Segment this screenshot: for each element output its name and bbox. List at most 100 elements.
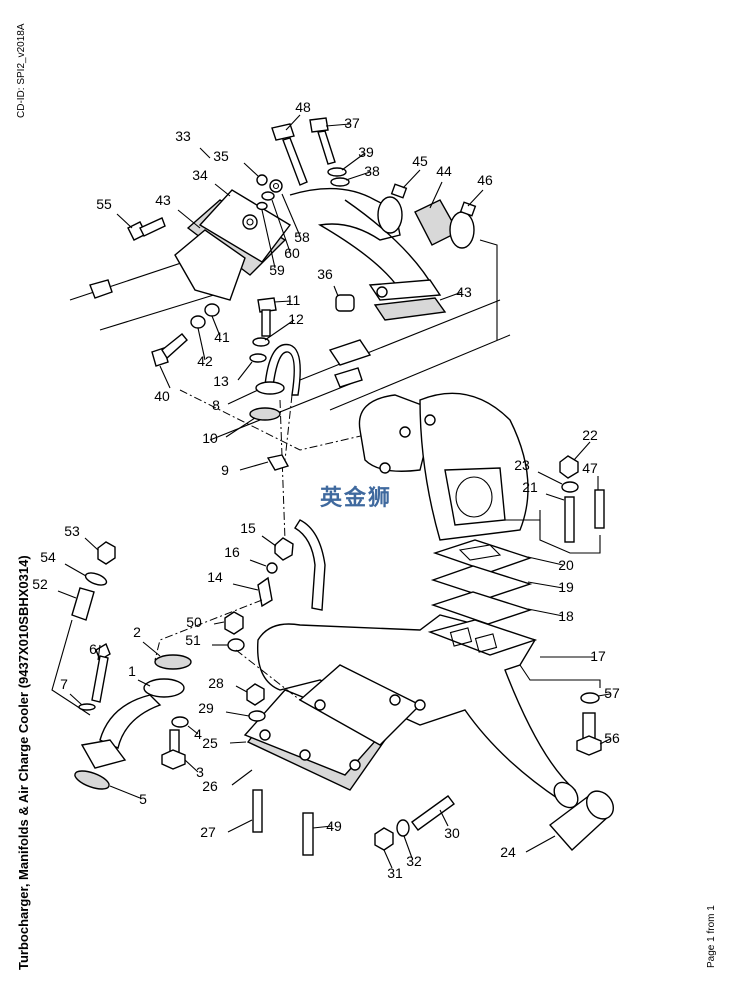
flex-pipe-1 [99, 694, 162, 749]
callout-38: 38 [364, 163, 380, 179]
hose-clip-45 [377, 196, 403, 234]
callout-54: 54 [40, 549, 56, 565]
bolt-6-shank [91, 655, 109, 703]
callout-55: 55 [96, 196, 112, 212]
callout-leader-22 [573, 441, 591, 461]
callout-14: 14 [207, 569, 223, 585]
callout-48: 48 [295, 99, 311, 115]
stud-30 [411, 795, 455, 831]
plug-36 [335, 294, 355, 312]
gasket-18 [430, 591, 533, 625]
callout-1: 1 [128, 663, 136, 679]
callout-11: 11 [286, 292, 301, 308]
bracket-and-gasket [243, 664, 426, 791]
callout-leader-5 [109, 785, 141, 799]
drain-flange-8 [255, 381, 285, 395]
callout-20: 20 [558, 557, 574, 573]
callout-leader-13 [237, 361, 253, 381]
callout-39: 39 [358, 144, 374, 160]
bolt-3-head [161, 749, 186, 770]
callout-leader-19 [527, 581, 564, 589]
washer-13 [249, 353, 267, 363]
washer-57 [580, 692, 600, 704]
turbo-flange-stack [430, 539, 533, 625]
callout-9: 9 [221, 462, 229, 478]
elbow-flange [368, 279, 442, 301]
callout-25: 25 [202, 735, 218, 751]
washer-7 [78, 703, 96, 711]
gasket-5 [74, 770, 110, 790]
callout-leader-58 [281, 193, 301, 237]
callout-leader-30 [439, 809, 449, 827]
callout-60: 60 [284, 245, 300, 261]
callout-leader-39 [341, 152, 366, 171]
callout-leader-55 [116, 213, 133, 229]
callout-leader-3 [184, 759, 199, 773]
callout-leader-21 [545, 493, 565, 501]
callout-leader-18 [527, 608, 564, 617]
callout-8: 8 [212, 397, 220, 413]
callout-leader-24 [525, 835, 556, 853]
callout-59: 59 [269, 262, 285, 278]
hose-assembly [377, 183, 498, 340]
outlet-parts [548, 692, 615, 851]
elbow-gasket-43 [373, 297, 447, 321]
gasket-20 [432, 539, 533, 573]
callout-19: 19 [558, 579, 574, 595]
callout-26: 26 [202, 778, 218, 794]
callout-leader-1 [137, 679, 151, 687]
washer-23 [561, 481, 579, 493]
adaptor-14 [257, 576, 273, 608]
watermark: 英金狮 [320, 486, 393, 511]
washer-54 [84, 572, 108, 586]
callout-43: 43 [155, 192, 171, 208]
callout-leader-46 [467, 189, 484, 207]
stud-21 [564, 496, 575, 543]
callout-4: 4 [194, 726, 202, 742]
exhaust-pipe-group [51, 541, 192, 790]
callout-leader-11 [273, 300, 292, 303]
callout-35: 35 [213, 148, 229, 164]
turbo-studs [539, 455, 605, 554]
callout-leader-14 [232, 583, 259, 591]
stud-49 [302, 812, 314, 856]
callout-leader-42 [197, 327, 206, 361]
stud-52 [71, 587, 95, 621]
callout-leader-43-elbow [439, 291, 463, 301]
callout-leader-36 [333, 285, 339, 297]
callout-leader-35 [243, 162, 259, 177]
callout-leader-59 [261, 209, 276, 269]
callout-7: 7 [60, 676, 68, 692]
callout-44: 44 [436, 163, 452, 179]
callout-leader-53 [84, 537, 99, 551]
callout-leader-23 [537, 471, 563, 485]
callout-leader-2 [142, 641, 161, 657]
bolt-11-shank [261, 309, 271, 337]
callout-leader-34 [214, 183, 231, 197]
pipe-flange-1 [143, 678, 185, 698]
callout-leader-40 [159, 365, 171, 389]
bolt-55-shank [139, 217, 166, 237]
callout-2: 2 [133, 624, 141, 640]
bolt-11-head [257, 297, 277, 313]
callout-leader-56 [599, 738, 611, 745]
callout-leader-15 [261, 535, 277, 547]
washer-42 [190, 315, 206, 329]
callout-leader-60 [271, 199, 291, 253]
callout-leader-50 [213, 621, 225, 625]
callout-6: 6 [89, 641, 97, 657]
callout-53: 53 [64, 523, 80, 539]
callout-40: 40 [154, 388, 170, 404]
callout-37: 37 [344, 115, 360, 131]
nut-50 [224, 611, 244, 635]
callout-leader-9 [239, 461, 269, 471]
callout-leader-27 [227, 819, 253, 833]
callout-17: 17 [590, 648, 606, 664]
callout-5: 5 [139, 791, 147, 807]
callout-36: 36 [317, 266, 333, 282]
callout-leader-7 [69, 693, 83, 706]
bolt-48-head [271, 123, 295, 141]
callout-18: 18 [558, 608, 574, 624]
air-charge-cooler [174, 174, 292, 301]
callout-31: 31 [387, 865, 403, 881]
